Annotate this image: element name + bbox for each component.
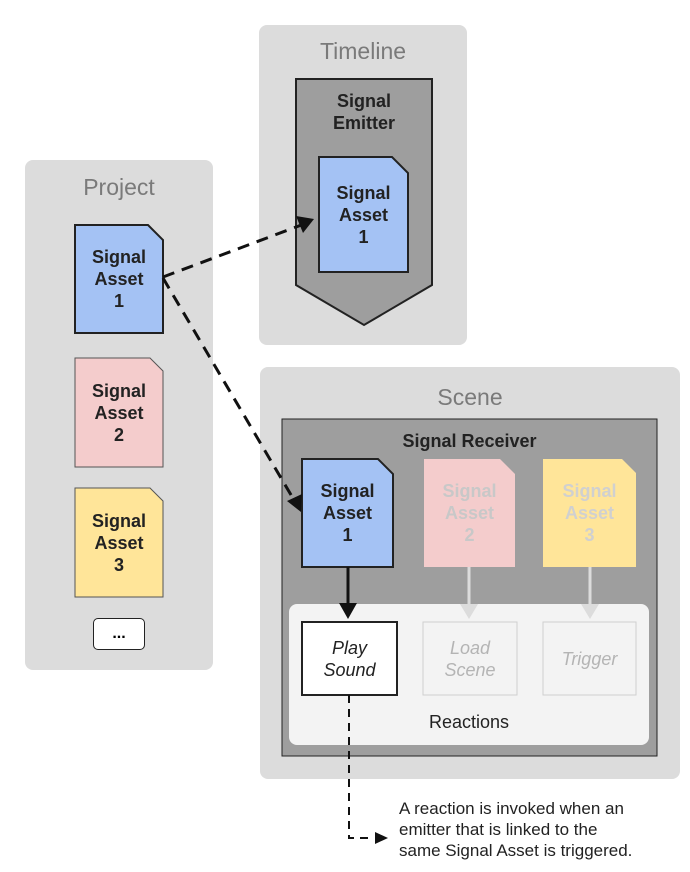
dashed-link-to-timeline: [162, 222, 305, 279]
timeline-title: Timeline: [319, 38, 407, 64]
project-asset-2-label[interactable]: Signal Asset 2: [91, 380, 146, 445]
reactions-label: Reactions: [428, 712, 510, 732]
scene-asset-1-label: Signal Asset 1: [320, 481, 375, 545]
project-asset-2-shape: [74, 357, 164, 468]
more-assets-button[interactable]: ...: [93, 618, 145, 650]
project-asset-3-label[interactable]: Signal Asset 3: [91, 510, 146, 575]
reaction-load-scene-box: [422, 621, 518, 696]
scene-title: Scene: [437, 384, 503, 410]
reaction-play-sound: Play Sound: [323, 637, 376, 680]
project-asset-3-shape: [74, 487, 164, 598]
timeline-asset-shape: [318, 156, 409, 273]
reaction-load-scene: Load Scene: [444, 637, 496, 680]
signal-receiver-label: Signal Receiver: [402, 431, 537, 451]
scene-asset-3-shape: [543, 459, 636, 567]
reaction-play-sound-box: [301, 621, 398, 696]
project-asset-1-shape: [74, 224, 164, 334]
project-title: Project: [83, 174, 155, 200]
dashed-link-to-scene: [161, 277, 296, 501]
scene-asset-2-label: Signal Asset 2: [442, 481, 497, 545]
project-asset-1-label[interactable]: Signal Asset 1: [91, 247, 146, 311]
timeline-asset-label: Signal Asset 1: [336, 182, 391, 247]
reaction-trigger: Trigger: [561, 648, 618, 669]
dashed-annotation-link: [348, 695, 374, 839]
signal-emitter-label: Signal Emitter: [332, 91, 395, 133]
scene-asset-3-label: Signal Asset 3: [562, 481, 617, 545]
reaction-trigger-box: [542, 621, 637, 696]
scene-asset-2-shape: [424, 459, 515, 567]
scene-asset-1-shape: [301, 458, 394, 568]
annotation-text: A reaction is invoked when an emitter th…: [399, 799, 633, 860]
